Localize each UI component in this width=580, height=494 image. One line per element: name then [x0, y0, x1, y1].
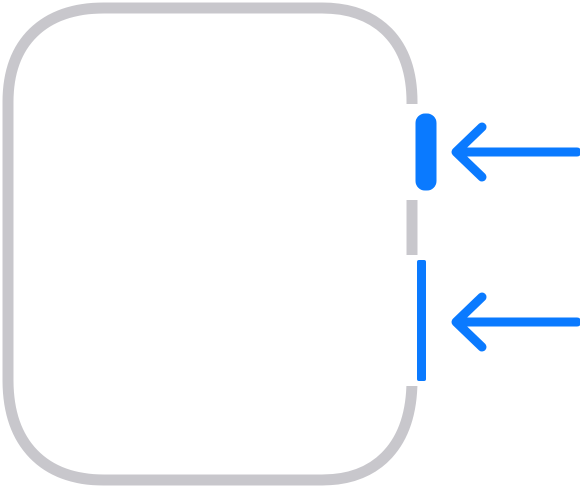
side-button	[417, 260, 426, 381]
arrow-left-icon	[451, 292, 580, 352]
digital-crown	[412, 110, 440, 194]
watch-case-outline	[2, 2, 418, 486]
arrow-left-icon	[451, 122, 580, 182]
